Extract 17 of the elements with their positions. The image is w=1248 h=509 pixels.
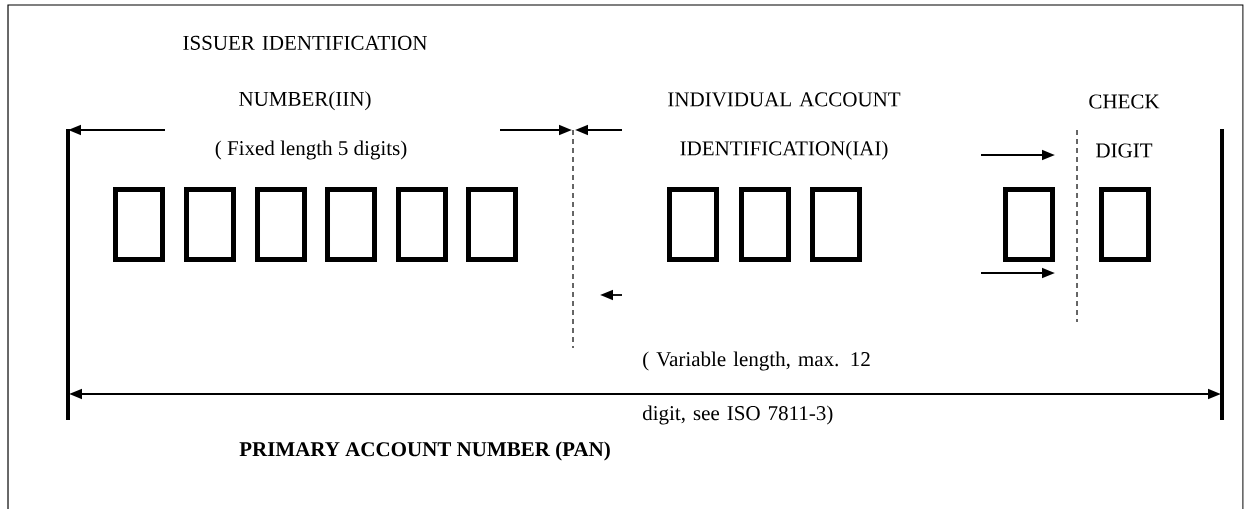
digit-box xyxy=(739,187,791,262)
label-text: ( Fixed length 5 digits) xyxy=(215,140,407,160)
digit-box xyxy=(184,187,236,262)
digit-box xyxy=(1003,187,1055,262)
digit-box xyxy=(325,187,377,262)
label-text: ISSUER IDENTIFICATION NUMBER(IIN) xyxy=(183,35,427,111)
digit-box xyxy=(667,187,719,262)
label-text: INDIVIDUAL ACCOUNT IDENTIFICATION(IAI) xyxy=(668,92,901,160)
label-text: ( Variable length, max. 12 digit, see ISO 7811-3) xyxy=(642,351,870,425)
digit-box xyxy=(255,187,307,262)
digit-box xyxy=(113,187,165,262)
label-text: CHECK DIGIT xyxy=(1089,94,1160,158)
label-text: PRIMARY ACCOUNT NUMBER (PAN) xyxy=(239,441,610,461)
digit-box xyxy=(1099,187,1151,262)
digit-box xyxy=(466,187,518,262)
digit-box xyxy=(396,187,448,262)
digit-box xyxy=(810,187,862,262)
